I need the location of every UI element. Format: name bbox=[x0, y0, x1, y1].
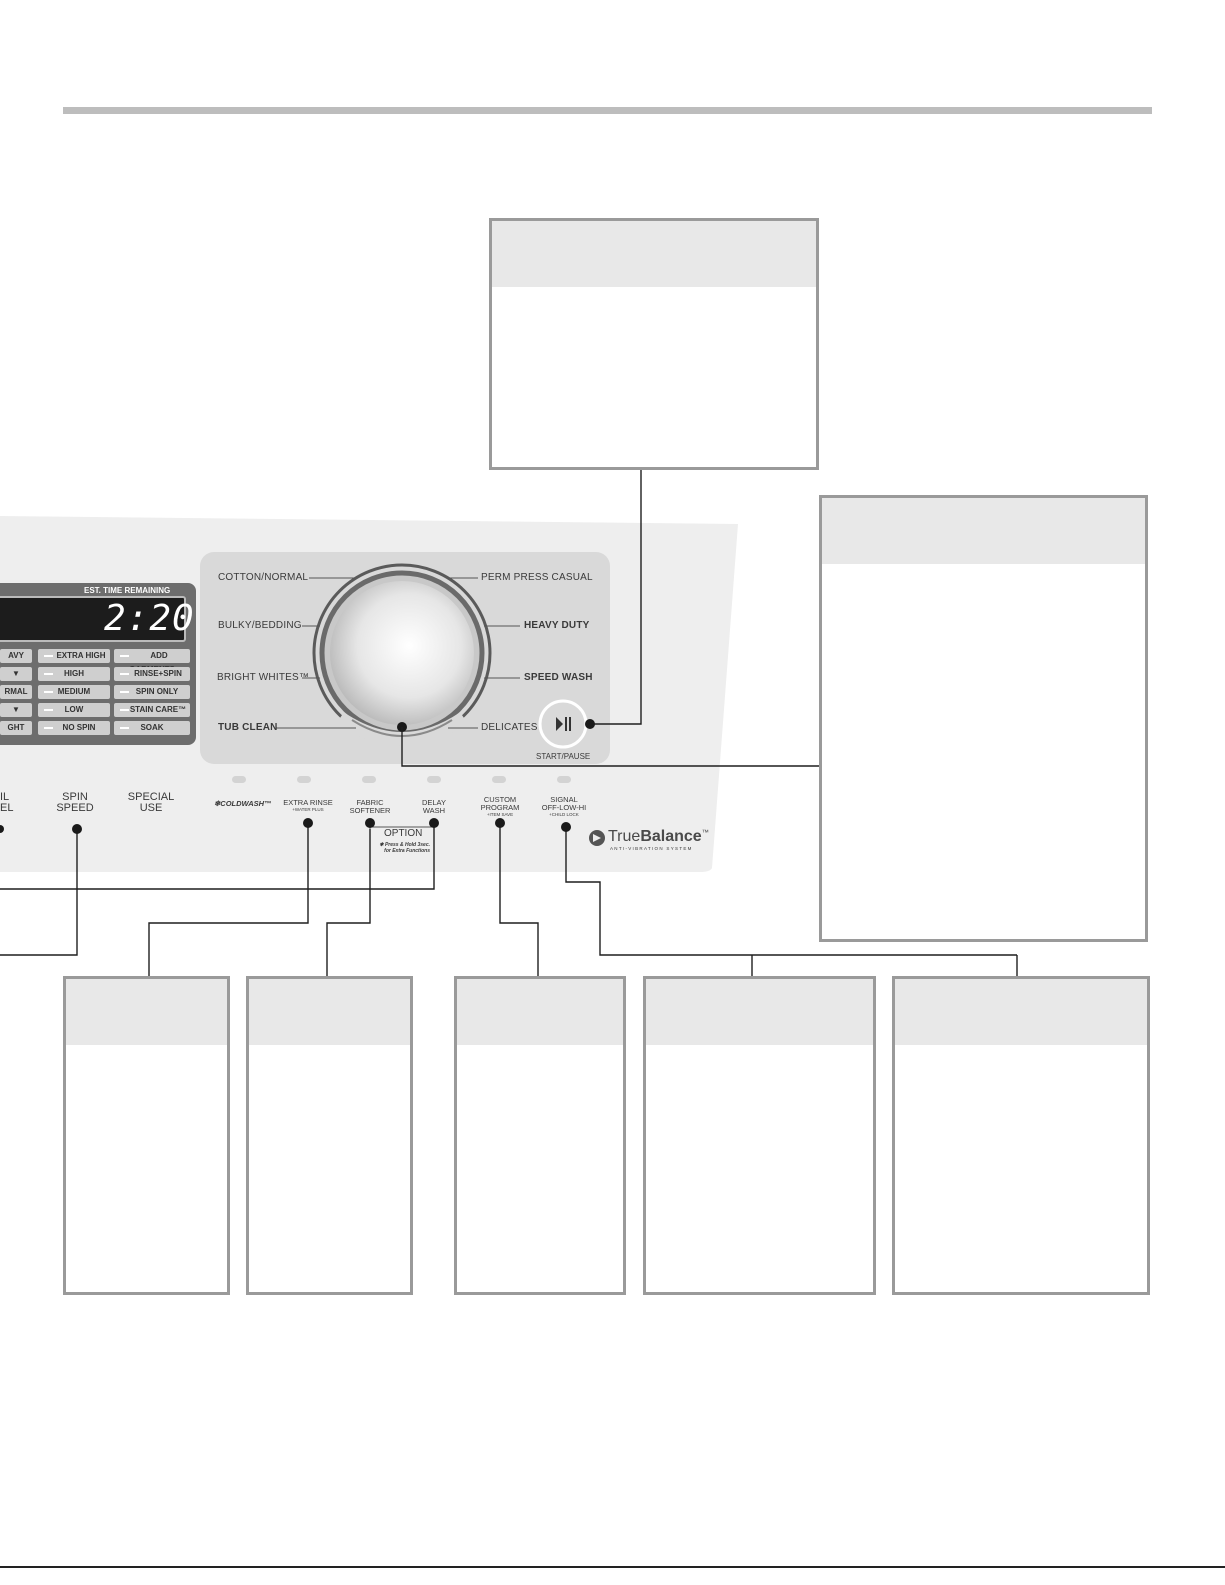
callout-header bbox=[646, 979, 873, 1045]
option-hold-note: ✱ Press & Hold 3sec.for Extra Functions bbox=[379, 842, 430, 854]
callout-header bbox=[66, 979, 227, 1045]
snowflake-icon: ❄ bbox=[214, 799, 221, 808]
special-use-cell: ADD GARMENTS bbox=[114, 649, 190, 674]
callout-header bbox=[895, 979, 1147, 1045]
signal-dot bbox=[561, 822, 571, 832]
spin-speed-cell: LOW bbox=[38, 703, 110, 717]
callout-custom-program bbox=[454, 976, 626, 1295]
cycle-heavy-duty: HEAVY DUTY bbox=[524, 620, 590, 631]
special-use-cell: SPIN ONLY bbox=[114, 685, 190, 699]
soil-level-cell: RMAL bbox=[0, 685, 32, 699]
soil-level-cell: ▼ bbox=[0, 667, 32, 681]
spin-speed-dot bbox=[72, 824, 82, 834]
cycle-tub-clean: TUB CLEAN bbox=[218, 722, 278, 733]
cycle-cotton-normal: COTTON/NORMAL bbox=[218, 572, 309, 583]
cycle-delicates: DELICATES bbox=[481, 722, 538, 733]
cycle-speed-wash: SPEED WASH bbox=[524, 672, 593, 683]
time-remaining: 2:20 bbox=[104, 598, 195, 639]
soil-level-cell: ▼ bbox=[0, 703, 32, 717]
cycle-perm-press-casual: PERM PRESS CASUAL bbox=[481, 572, 593, 583]
start-pause-label: START/PAUSE bbox=[536, 752, 591, 761]
callout-cycle-selector bbox=[819, 495, 1148, 942]
top-rule bbox=[63, 107, 1152, 114]
callout-header bbox=[457, 979, 623, 1045]
truebalance-tagline: ANTI-VIBRATION SYSTEM bbox=[610, 846, 693, 851]
time-display bbox=[0, 596, 186, 642]
spin-speed-cell: EXTRA HIGH bbox=[38, 649, 110, 663]
soil-level-cell: AVY bbox=[0, 649, 32, 663]
callout-fabric-softener bbox=[246, 976, 413, 1295]
option-group-label: OPTION bbox=[382, 828, 425, 839]
cycle-selector-knob bbox=[330, 581, 474, 725]
spin-speed-cell: HIGH bbox=[38, 667, 110, 681]
callout-header bbox=[822, 498, 1145, 564]
special-use-cell: SOAK bbox=[114, 721, 190, 735]
callout-start-pause bbox=[489, 218, 819, 470]
play-pause-icon bbox=[556, 717, 571, 731]
truebalance-logo-icon bbox=[589, 830, 605, 846]
cycle-bulky-bedding: BULKY/BEDDING bbox=[218, 620, 302, 631]
start-pause-connector-dot bbox=[585, 719, 595, 729]
bottom-rule bbox=[0, 1566, 1225, 1568]
special-use-cell: STAIN CARE™ bbox=[114, 703, 190, 717]
option-indicator-lights bbox=[232, 776, 571, 783]
custom-program-dot bbox=[495, 818, 505, 828]
callout-header bbox=[492, 221, 816, 287]
truebalance-brand: TrueBalance™ bbox=[608, 828, 709, 845]
spin-speed-cell: NO SPIN bbox=[38, 721, 110, 735]
est-time-label: EST. TIME REMAINING bbox=[84, 586, 171, 595]
soil-level-cell: GHT bbox=[0, 721, 32, 735]
fabric-softener-dot bbox=[365, 818, 375, 828]
callout-child-lock bbox=[892, 976, 1150, 1295]
extra-rinse-dot bbox=[303, 818, 313, 828]
cycle-bright-whites: BRIGHT WHITES™ bbox=[217, 672, 310, 683]
callout-connectors bbox=[0, 470, 1018, 976]
soil-level-dot bbox=[0, 825, 4, 833]
extra-rinse-button[interactable]: EXTRA RINSE+WATER PLUS bbox=[283, 798, 333, 813]
delay-wash-dot bbox=[429, 818, 439, 828]
coldwash-button[interactable]: ❄COLDWASH™ bbox=[214, 799, 272, 808]
callout-header bbox=[249, 979, 410, 1045]
callout-extra-rinse bbox=[63, 976, 230, 1295]
spin-speed-cell: MEDIUM bbox=[38, 685, 110, 699]
special-use-cell: RINSE+SPIN bbox=[114, 667, 190, 681]
callout-signal bbox=[643, 976, 876, 1295]
